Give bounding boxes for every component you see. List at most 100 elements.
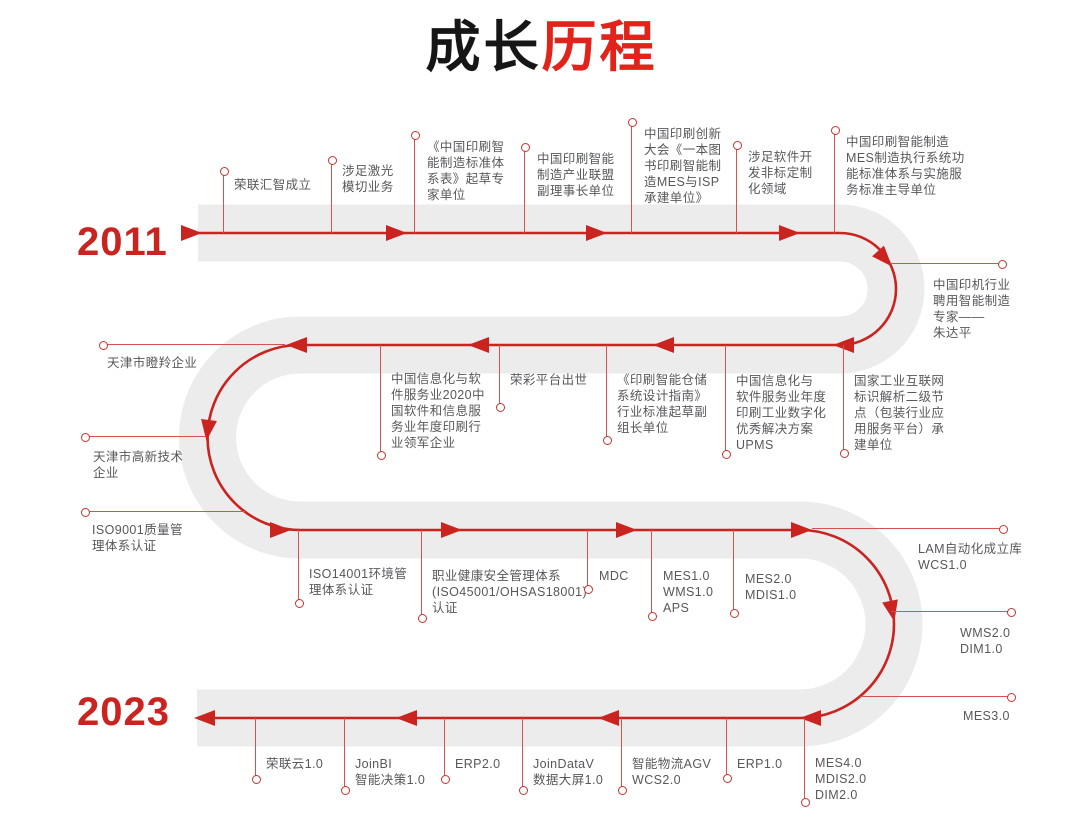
milestone-label: 中国印刷创新 大会《一本图 书印刷智能制 造MES与ISP 承建单位》	[644, 127, 722, 205]
milestone-connector	[444, 718, 446, 779]
milestone-connector	[524, 147, 526, 233]
milestone-label: WMS2.0 DIM1.0	[960, 626, 1011, 656]
milestone-marker-circle	[800, 797, 810, 807]
milestone-connector	[298, 530, 300, 603]
milestone-label: ISO14001环境管 理体系认证	[309, 567, 408, 597]
milestone-marker-circle	[721, 449, 731, 459]
milestone-marker-circle	[440, 774, 450, 784]
milestone-label: 《印刷智能仓储 系统设计指南》 行业标准起草副 组长单位	[617, 373, 708, 435]
milestone-label: 涉足软件开 发非标定制 化领域	[748, 150, 813, 196]
milestone-label: 中国信息化与软 件服务业2020中 国软件和信息服 务业年度印刷行 业领军企业	[391, 372, 485, 450]
milestone-connector	[736, 145, 738, 233]
milestone-connector	[860, 696, 1011, 698]
milestone-label: 中国印机行业 聘用智能制造 专家—— 朱达平	[933, 278, 1011, 340]
milestone-marker-circle	[602, 435, 612, 445]
milestone-connector	[223, 171, 225, 233]
milestone-connector	[85, 511, 245, 513]
milestone-marker-circle	[647, 611, 657, 621]
milestone-marker-circle	[732, 140, 742, 150]
milestone-connector	[331, 160, 333, 233]
milestone-connector	[522, 718, 524, 790]
milestone-label: 中国印刷智能制造 MES制造执行系统功 能标准体系与实施服 务标准主导单位	[846, 135, 965, 197]
milestone-connector	[587, 530, 589, 589]
milestone-label: 职业健康安全管理体系 (ISO45001/OHSAS18001) 认证	[432, 569, 588, 615]
milestone-marker-circle	[327, 155, 337, 165]
milestone-connector	[344, 718, 346, 790]
milestone-label: 涉足激光 模切业务	[342, 164, 394, 194]
milestone-marker-circle	[729, 608, 739, 618]
milestone-connector	[804, 718, 806, 802]
title-part-black: 成长	[425, 16, 542, 78]
milestone-label: 荣彩平台出世	[510, 373, 588, 387]
milestone-label: MES3.0	[963, 709, 1010, 723]
path-arrow	[872, 245, 893, 267]
path-arrow	[181, 225, 202, 241]
milestone-label: JoinBI 智能决策1.0	[355, 757, 426, 787]
path-arrow	[194, 710, 215, 726]
path-arrow	[286, 337, 307, 353]
milestone-label: 中国信息化与 软件服务业年度 印刷工业数字化 优秀解决方案 UPMS	[736, 374, 827, 452]
milestone-marker-circle	[520, 142, 530, 152]
milestone-marker-circle	[410, 130, 420, 140]
milestone-marker-circle	[627, 117, 637, 127]
milestone-marker-circle	[495, 402, 505, 412]
milestone-connector	[499, 345, 501, 407]
milestone-label: 《中国印刷智 能制造标准体 系表》起草专 家单位	[427, 140, 505, 202]
milestone-marker-circle	[376, 450, 386, 460]
milestone-marker-circle	[722, 773, 732, 783]
milestone-marker-circle	[583, 584, 593, 594]
milestone-marker-circle	[518, 785, 528, 795]
milestone-marker-circle	[1006, 692, 1016, 702]
path-arrow	[586, 225, 607, 241]
milestone-connector	[85, 436, 206, 438]
path-arrow	[882, 599, 898, 622]
milestone-connector	[843, 345, 845, 453]
milestone-connector	[255, 718, 257, 779]
milestone-label: JoinDataV 数据大屏1.0	[533, 757, 604, 787]
milestone-marker-circle	[294, 598, 304, 608]
milestone-label: MES2.0 MDIS1.0	[745, 572, 797, 602]
timeline-red-line	[198, 231, 898, 720]
milestone-marker-circle	[80, 507, 90, 517]
milestone-label: 中国印刷智能 制造产业联盟 副理事长单位	[537, 152, 615, 198]
milestone-marker-circle	[80, 432, 90, 442]
milestone-connector	[621, 718, 623, 790]
path-arrow	[201, 419, 217, 441]
year-end-label: 2023	[77, 690, 170, 734]
milestone-connector	[414, 135, 416, 233]
milestone-marker-circle	[617, 785, 627, 795]
path-arrow	[653, 337, 674, 353]
milestone-label: LAM自动化成立库 WCS1.0	[918, 542, 1023, 572]
milestone-connector	[812, 528, 1003, 530]
milestone-label: MES4.0 MDIS2.0 DIM2.0	[815, 756, 867, 802]
milestone-marker-circle	[1006, 607, 1016, 617]
path-arrow	[396, 710, 417, 726]
path-arrow	[270, 522, 291, 538]
path-arrow	[791, 522, 812, 538]
milestone-label: 天津市高新技术 企业	[93, 450, 184, 480]
path-arrow	[441, 522, 462, 538]
milestone-connector	[725, 345, 727, 454]
milestone-marker-circle	[219, 166, 229, 176]
milestone-connector	[726, 718, 728, 778]
milestone-connector	[421, 530, 423, 618]
milestone-label: ISO9001质量管 理体系认证	[92, 523, 183, 553]
milestone-connector	[890, 263, 1002, 265]
milestone-marker-circle	[998, 524, 1008, 534]
milestone-connector	[606, 345, 608, 440]
milestone-label: 荣联云1.0	[266, 757, 324, 771]
page-title: 成长历程	[0, 16, 1083, 78]
path-arrows	[181, 225, 898, 726]
year-start-label: 2011	[77, 220, 168, 264]
milestone-label: MDC	[599, 569, 629, 583]
milestone-label: 天津市瞪羚企业	[107, 356, 198, 370]
path-arrow	[598, 710, 619, 726]
milestone-connector	[103, 344, 285, 346]
milestone-marker-circle	[830, 125, 840, 135]
title-part-red: 历程	[541, 16, 658, 78]
milestone-label: 国家工业互联网 标识解析二级节 点（包装行业应 用服务平台）承 建单位	[854, 374, 945, 452]
milestone-marker-circle	[839, 448, 849, 458]
